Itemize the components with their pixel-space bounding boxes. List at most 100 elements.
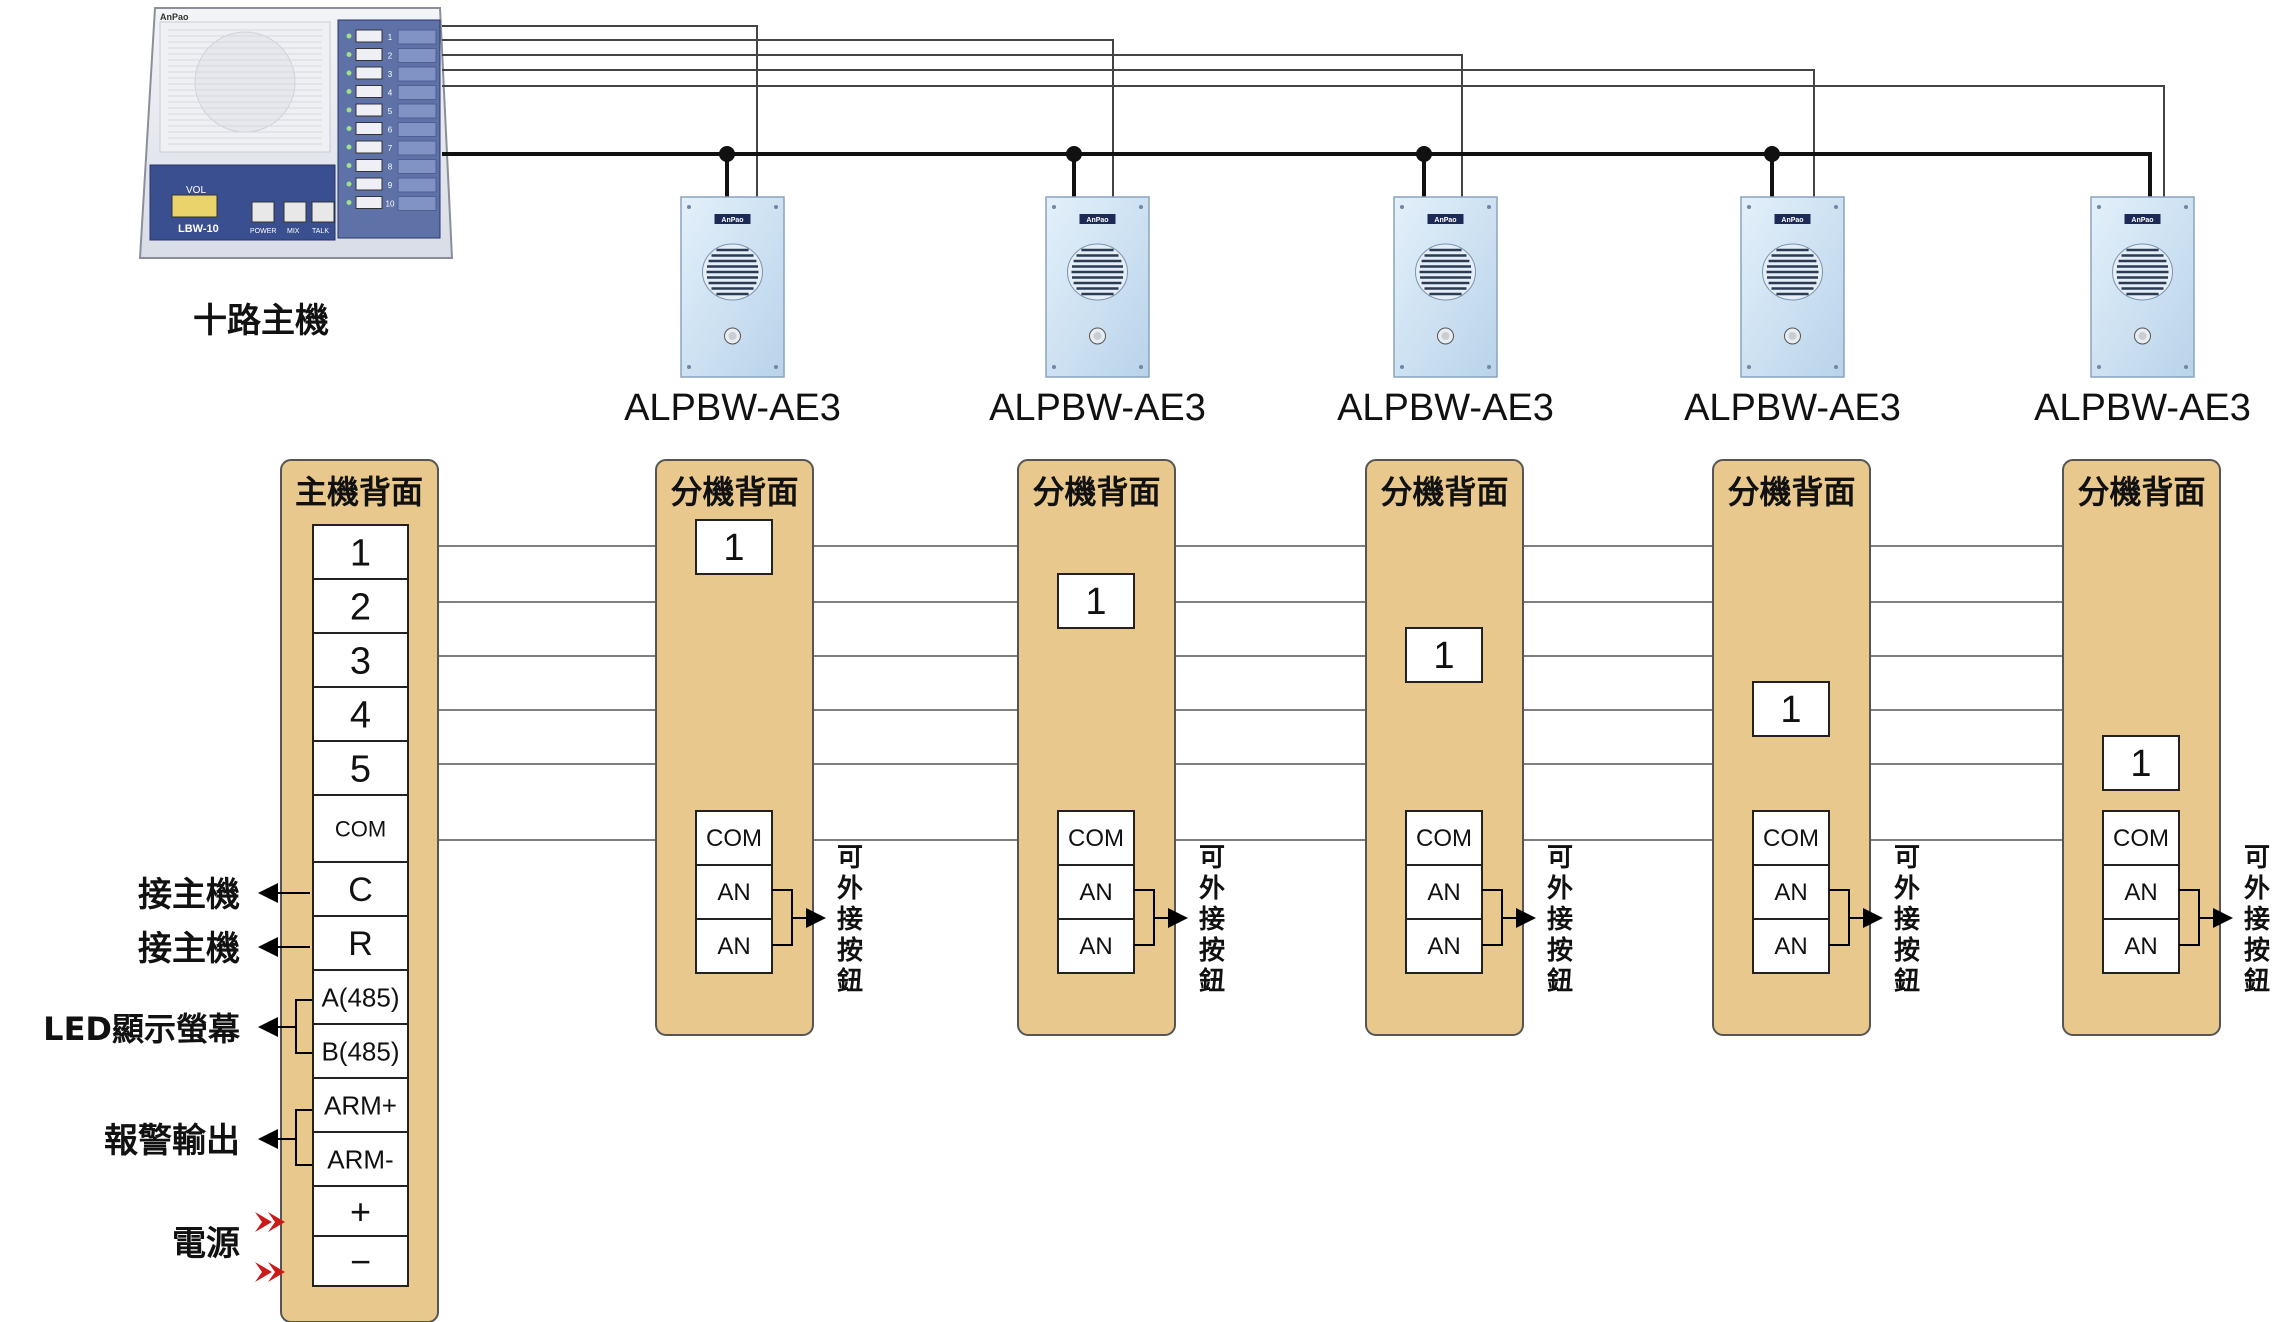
sub-terminal-label: COM <box>2113 825 2169 852</box>
bus-wire-3 <box>442 54 1463 198</box>
main-terminal-label: 3 <box>350 641 371 683</box>
screw <box>1139 205 1143 209</box>
main-terminal <box>312 524 409 580</box>
channel-button[interactable] <box>355 140 383 154</box>
screw <box>1747 205 1751 209</box>
substation-model-label: ALPBW-AE3 <box>1337 387 1554 429</box>
bus-wire-2 <box>442 39 1114 198</box>
external-button-note: 按 <box>1199 935 1225 966</box>
power-label: 電源 <box>172 1224 240 1264</box>
sub-terminal-label: AN <box>1774 879 1807 906</box>
external-button-note: 外 <box>1199 874 1225 904</box>
sub-panel-title: 分機背面 <box>670 473 798 511</box>
sub-terminal-label: COM <box>1068 825 1124 852</box>
channel-led <box>346 144 352 150</box>
screw <box>1487 365 1491 369</box>
main-terminal-label: − <box>350 1241 371 1282</box>
main-terminal-label: COM <box>335 816 386 841</box>
substation-4: AnPao <box>1740 196 1845 378</box>
call-button-center <box>2138 332 2147 340</box>
external-button-note: 鈕 <box>837 966 863 997</box>
channel-name-slot <box>397 140 437 156</box>
mix-button-label: MIX <box>287 228 300 235</box>
channel-number: 8 <box>388 163 393 172</box>
sub-panel-title: 分機背面 <box>2077 473 2205 511</box>
channel-name-slot <box>397 66 437 82</box>
power-button[interactable] <box>251 201 275 223</box>
main-terminal-label: 2 <box>350 587 371 629</box>
substation-3: AnPao <box>1393 196 1498 378</box>
channel-led <box>346 200 352 205</box>
channel-name-slot <box>397 159 437 174</box>
sub-channel-box <box>1057 573 1135 629</box>
channel-number: 1 <box>388 33 393 42</box>
sub-terminal-label: COM <box>1763 825 1819 852</box>
channel-button[interactable] <box>355 159 383 172</box>
screw <box>1052 205 1056 209</box>
channel-button[interactable] <box>355 177 383 191</box>
screw <box>1139 365 1143 369</box>
main-terminal <box>312 1131 409 1187</box>
bus-wire-1 <box>442 25 758 198</box>
channel-button[interactable] <box>355 29 383 43</box>
main-terminal <box>312 861 409 917</box>
sub-terminal-label: AN <box>2124 879 2157 906</box>
channel-led <box>346 163 352 168</box>
mix-button[interactable] <box>283 201 307 223</box>
sub-panel-title: 分機背面 <box>1727 473 1855 511</box>
main-terminal-label: B(485) <box>321 1036 399 1066</box>
sub-channel-box <box>695 519 773 575</box>
main-terminal-label: ARM+ <box>324 1090 397 1120</box>
external-button-note: 可 <box>837 843 863 873</box>
sub-channel-box <box>2102 735 2180 791</box>
sub-channel-number: 1 <box>723 527 744 569</box>
external-button-note: 按 <box>2244 935 2270 966</box>
c-terminal-label: 接主機 <box>138 875 240 915</box>
external-button-note: 按 <box>1894 935 1920 966</box>
substation-brand: AnPao <box>1086 217 1108 224</box>
channel-number: 5 <box>388 107 393 116</box>
main-terminal-label: 4 <box>350 695 371 737</box>
channel-button[interactable] <box>355 196 383 209</box>
main-terminal-label: C <box>348 871 373 909</box>
substation-model-label: ALPBW-AE3 <box>1684 387 1901 429</box>
model-label: LBW-10 <box>178 223 219 235</box>
external-button-note: 可 <box>1547 843 1573 873</box>
screw <box>774 205 778 209</box>
channel-name-slot <box>397 85 437 100</box>
power-minus-arrow <box>255 1262 285 1282</box>
main-terminal-label: ARM- <box>327 1144 393 1174</box>
screw <box>2097 365 2101 369</box>
main-unit-caption: 十路主機 <box>193 301 329 341</box>
sub-channel-number: 1 <box>1780 689 1801 731</box>
channel-led <box>346 33 352 39</box>
power-plus-arrow <box>255 1212 285 1232</box>
side-labels: 接主機 接主機 LED顯示螢幕 報警輸出 電源 <box>43 875 312 1282</box>
channel-led <box>346 107 352 113</box>
substation-brand: AnPao <box>1434 217 1456 224</box>
external-button-note: 鈕 <box>1894 966 1920 997</box>
r-terminal-label: 接主機 <box>138 929 240 969</box>
channel-button[interactable] <box>355 66 383 80</box>
channel-button[interactable] <box>355 48 383 61</box>
screw <box>1747 365 1751 369</box>
sub-terminal-label: AN <box>717 933 750 960</box>
external-button-note: 可 <box>2244 843 2270 873</box>
external-button-note: 鈕 <box>1199 966 1225 997</box>
brand-tag <box>714 214 751 224</box>
sub-terminal-label: AN <box>1079 879 1112 906</box>
channel-button[interactable] <box>355 103 383 117</box>
channel-button[interactable] <box>355 85 383 98</box>
sub-terminal <box>695 918 773 974</box>
talk-button[interactable] <box>311 201 335 223</box>
substation-5: AnPao <box>2090 196 2195 378</box>
sub-terminal-label: AN <box>1427 933 1460 960</box>
sub-back-panels: 分機背面1COMANAN可外接按鈕分機背面1COMANAN可外接按鈕分機背面1C… <box>655 459 2270 1036</box>
call-button-center <box>1441 332 1450 340</box>
channel-button[interactable] <box>355 122 383 135</box>
